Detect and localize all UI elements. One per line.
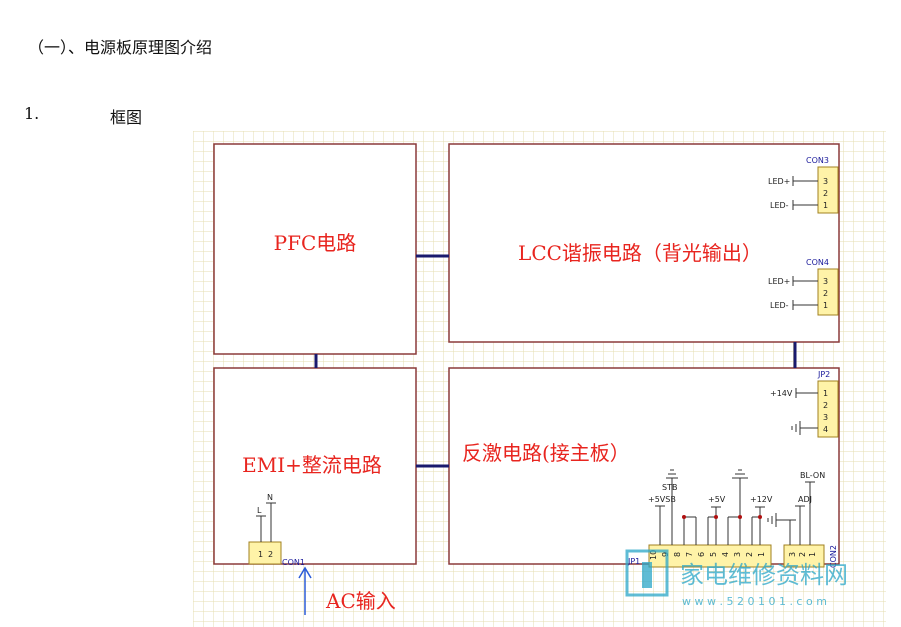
- jp2-pin: 1: [823, 389, 828, 398]
- watermark-title: 家电维修资料网: [680, 561, 848, 589]
- jp1-pin: 7: [685, 552, 694, 557]
- con1-pin: 2: [268, 550, 273, 559]
- ac-input-label: AC输入: [325, 589, 396, 613]
- con4-connector: CON4 3 2 1 LED+ LED-: [768, 258, 839, 316]
- jp1-pin: 2: [745, 552, 754, 557]
- con2-adj-label: ADJ: [798, 495, 812, 504]
- lcc-block: [448, 143, 840, 343]
- con1-pin: 1: [258, 550, 263, 559]
- con1-l-label: L: [257, 506, 262, 515]
- subsection-title: 框图: [110, 108, 143, 127]
- lcc-label: LCC谐振电路（背光输出）: [518, 241, 762, 265]
- con2-pin: 3: [788, 552, 797, 557]
- jp1-connector: JP1 1 2 3 4 5 6 7 8 9 10 +5VSB STB +5V: [627, 469, 796, 568]
- jp1-5vsb-label: +5VSB: [648, 495, 676, 504]
- con3-led-minus: LED-: [770, 201, 789, 210]
- ac-input-arrow: [298, 566, 312, 615]
- jp1-12v-label: +12V: [750, 495, 773, 504]
- emi-label: EMI+整流电路: [242, 453, 382, 477]
- con4-pin: 1: [823, 301, 828, 310]
- jp1-pin: 4: [721, 552, 730, 557]
- jp2-pin: 4: [823, 425, 828, 434]
- con4-name: CON4: [806, 258, 829, 267]
- con4-led-plus: LED+: [768, 277, 790, 286]
- watermark: 家电维修资料网 w w w . 5 2 0 1 0 1 . c o m: [625, 549, 848, 608]
- con4-pin: 3: [823, 277, 828, 286]
- con2-connector: 3 2 1 CON2 BL-ON ADJ: [783, 471, 838, 568]
- jp1-pin: 8: [673, 552, 682, 557]
- watermark-url: w w w . 5 2 0 1 0 1 . c o m: [682, 595, 827, 608]
- jp2-connector: JP2 1 2 3 4 +14V: [770, 370, 839, 438]
- jp2-name: JP2: [817, 370, 830, 379]
- jp1-pin: 1: [757, 552, 766, 557]
- con1-n-label: N: [267, 493, 273, 502]
- emi-block: [213, 367, 417, 565]
- jp1-stb-label: STB: [662, 483, 677, 492]
- con3-led-plus: LED+: [768, 177, 790, 186]
- list-number: 1.: [24, 104, 40, 123]
- jp1-pin: 6: [697, 552, 706, 557]
- section-heading: （一）、电源板原理图介绍: [28, 38, 213, 57]
- con3-name: CON3: [806, 156, 829, 165]
- jp1-pin: 10: [649, 550, 658, 560]
- con3-pin: 1: [823, 201, 828, 210]
- pfc-block: [213, 143, 417, 355]
- con2-name: CON2: [829, 545, 838, 568]
- jp2-pin: 3: [823, 413, 828, 422]
- jp1-pin: 3: [733, 552, 742, 557]
- jp1-name: JP1: [627, 557, 640, 566]
- con2-pin: 1: [808, 552, 817, 557]
- watermark-logo-icon: [625, 549, 669, 597]
- pfc-label: PFC电路: [274, 231, 357, 255]
- flyback-block: [448, 367, 840, 565]
- watermark-logo-icon: [642, 562, 652, 588]
- jp1-pin: 5: [709, 552, 718, 557]
- jp2-pin: 2: [823, 401, 828, 410]
- con3-connector: CON3 3 2 1 LED+ LED-: [768, 156, 839, 214]
- con2-blon-label: BL-ON: [800, 471, 825, 480]
- con1-connector: 1 2 L N CON1: [248, 493, 305, 567]
- jp1-5v-label: +5V: [708, 495, 726, 504]
- jp2-14v-label: +14V: [770, 389, 793, 398]
- con4-pin: 2: [823, 289, 828, 298]
- con2-pin: 2: [798, 552, 807, 557]
- con3-pin: 3: [823, 177, 828, 186]
- con4-led-minus: LED-: [770, 301, 789, 310]
- con3-pin: 2: [823, 189, 828, 198]
- con1-name: CON1: [282, 558, 305, 567]
- flyback-label: 反激电路(接主板）: [462, 441, 630, 465]
